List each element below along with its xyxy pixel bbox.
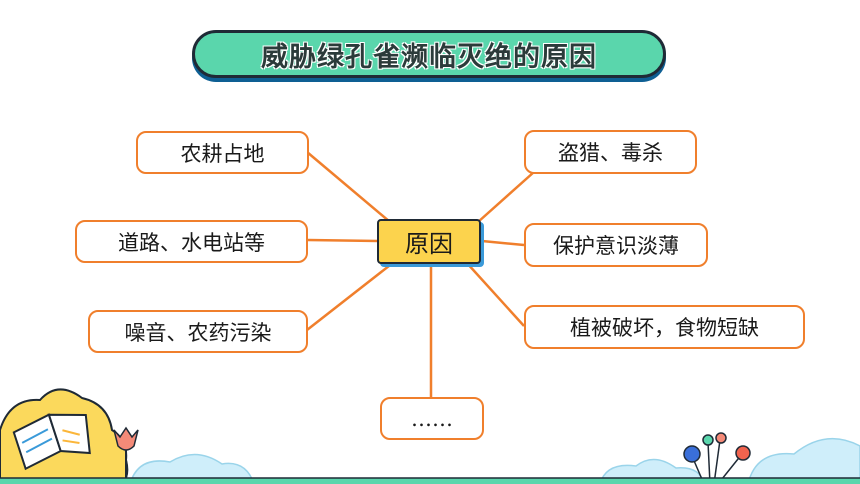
connector-awareness	[481, 239, 525, 247]
balloon-flowers-icon	[683, 432, 751, 484]
node-habitat: 植被破坏，食物短缺	[524, 305, 805, 349]
connector-farmland	[306, 151, 391, 223]
node-more: ……	[380, 397, 484, 440]
node-farmland: 农耕占地	[136, 131, 309, 174]
page-title: 威胁绿孔雀濒临灭绝的原因	[261, 41, 597, 73]
connector-hunting	[477, 171, 535, 223]
node-hunting: 盗猎、毒杀	[524, 130, 697, 174]
node-roads: 道路、水电站等	[75, 220, 308, 263]
node-pollution: 噪音、农药污染	[88, 310, 308, 353]
connector-habitat	[465, 261, 525, 327]
book-icon	[12, 413, 91, 471]
title-banner: 威胁绿孔雀濒临灭绝的原因	[192, 30, 666, 78]
blue-cloud-right	[747, 437, 860, 484]
node-awareness: 保护意识淡薄	[524, 223, 708, 267]
connector-pollution	[306, 261, 395, 331]
ground-strip	[0, 478, 860, 484]
blue-cloud-left	[129, 453, 255, 484]
connector-roads	[307, 238, 379, 243]
center-node: 原因	[377, 219, 481, 264]
